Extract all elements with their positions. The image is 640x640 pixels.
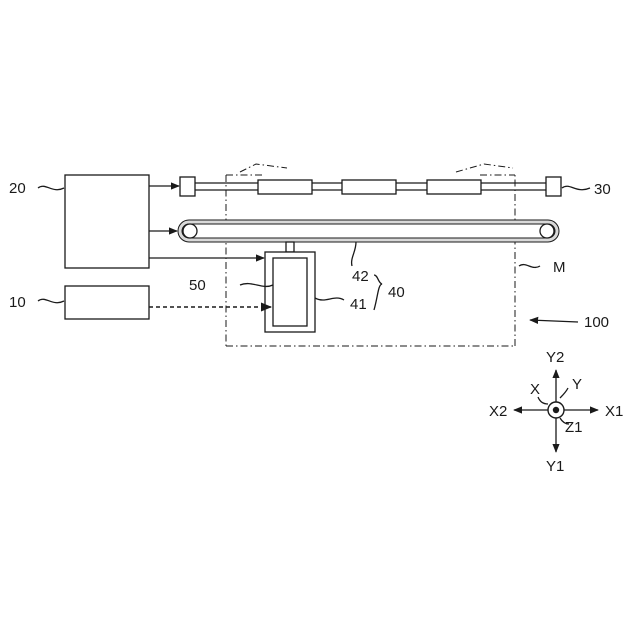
label-50: 50 [189,277,206,294]
rail-30 [180,177,561,196]
axis-label-y2: Y2 [546,349,564,366]
sensor-assembly-40 [265,242,315,332]
rail-block-1 [258,180,312,194]
axis-label-x2: X2 [489,403,507,420]
label-10: 10 [9,294,26,311]
axis-label-x: X [530,381,540,398]
label-41: 41 [350,296,367,313]
label-40: 40 [388,284,405,301]
probe-50 [273,258,307,326]
axis-label-x1: X1 [605,403,623,420]
unit-box-10 [65,286,149,319]
axis-label-y: Y [572,376,582,393]
axis-label-z1: Z1 [565,419,583,436]
label-100: 100 [584,314,609,331]
label-20: 20 [9,180,26,197]
axis-label-y1: Y1 [546,458,564,475]
controller-box-20 [65,175,149,268]
coordinate-axes: Y2 Y1 X1 X2 X Y Z1 [489,349,623,475]
conveyor-belt [178,220,559,242]
rail-block-3 [427,180,481,194]
label-42: 42 [352,268,369,285]
label-m: M [553,259,566,276]
rail-block-2 [342,180,396,194]
label-30: 30 [594,181,611,198]
